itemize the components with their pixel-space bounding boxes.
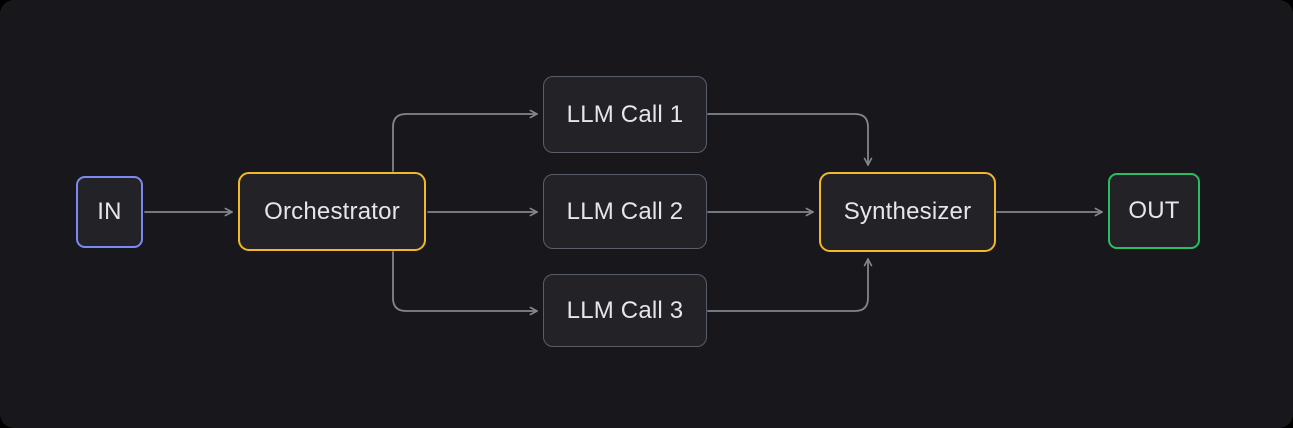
- node-synthesizer: Synthesizer: [819, 172, 996, 252]
- node-orchestrator: Orchestrator: [238, 172, 426, 251]
- edge-orchestrator-llm3: [392, 251, 538, 316]
- edge-llm1-synthesizer: [707, 113, 873, 166]
- node-in: IN: [76, 176, 143, 248]
- node-llm-call-1: LLM Call 1: [543, 76, 707, 153]
- edge-llm3-synthesizer: [707, 258, 873, 312]
- node-llm-call-3: LLM Call 3: [543, 274, 707, 347]
- node-out: OUT: [1108, 173, 1200, 249]
- node-llm-call-2: LLM Call 2: [543, 174, 707, 249]
- edge-orchestrator-llm1: [392, 109, 538, 172]
